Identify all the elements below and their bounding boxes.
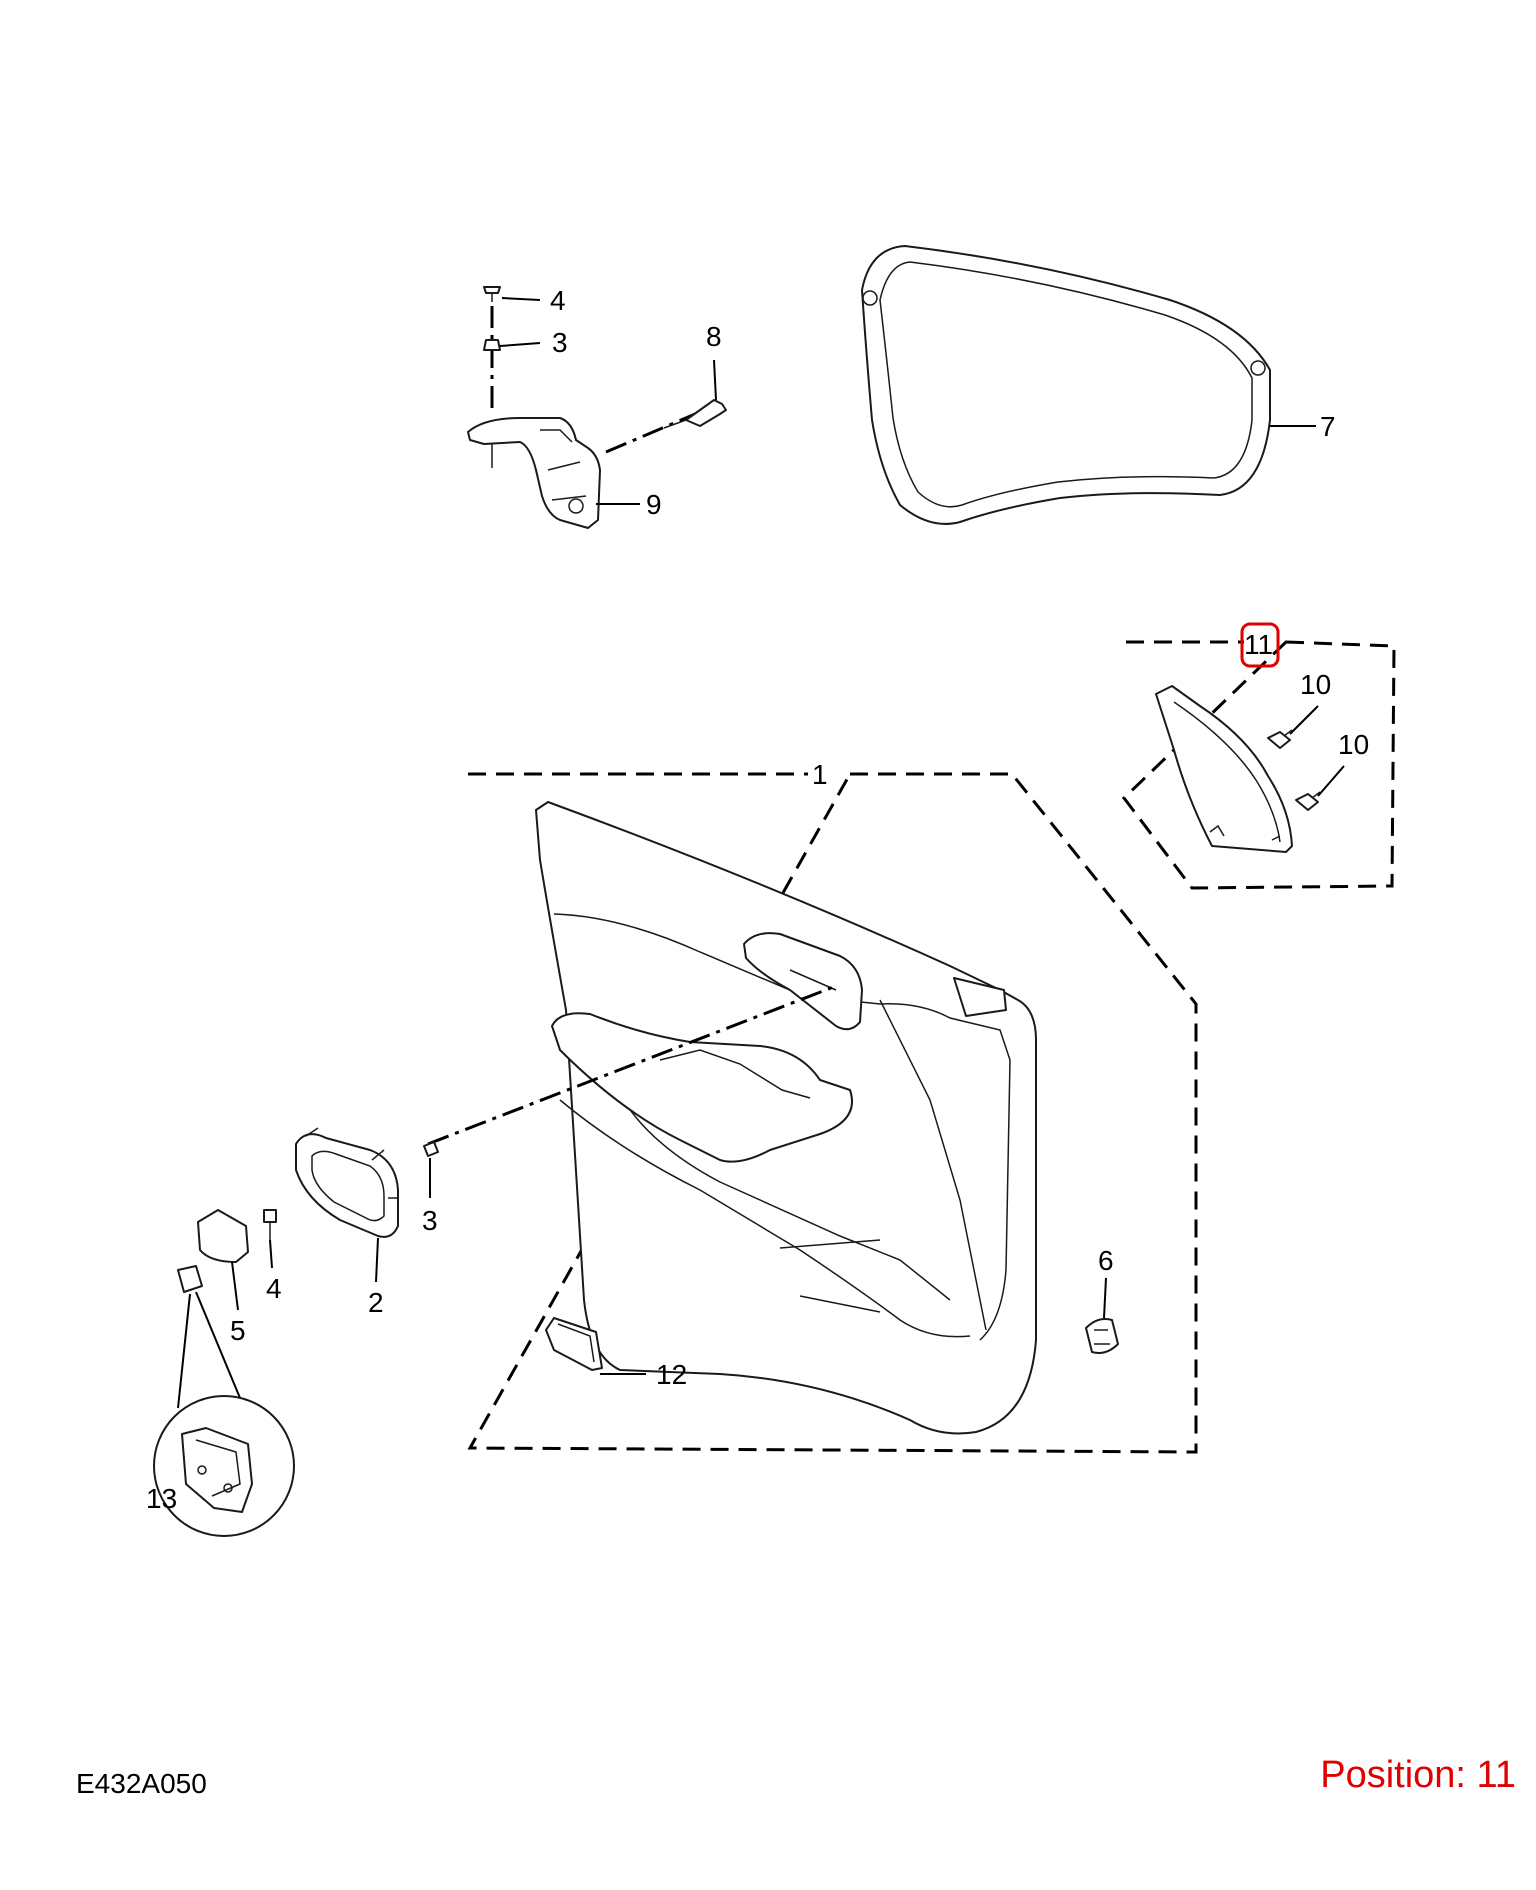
part-8-bolt[interactable]: [663, 399, 727, 429]
part-9-bracket[interactable]: [467, 417, 601, 529]
leader-3-upper: [499, 342, 541, 347]
leader-6: [1103, 1277, 1107, 1319]
part-12-trim-clip[interactable]: [545, 1317, 603, 1371]
part-13-switch-detail[interactable]: [181, 1427, 253, 1513]
part-5-cap[interactable]: [197, 1209, 249, 1263]
callout-7[interactable]: 7: [1320, 411, 1336, 442]
leader-4-upper: [501, 297, 541, 301]
part-10-clip-lower[interactable]: [1295, 791, 1321, 811]
part-3-nut-upper[interactable]: [483, 339, 501, 351]
part-1-group-box: [467, 772, 1198, 1454]
leader-4-lower: [269, 1239, 273, 1269]
callout-10-lower[interactable]: 10: [1338, 729, 1369, 760]
part-1-door-trim-panel[interactable]: [535, 801, 1037, 1435]
callout-1[interactable]: 1: [812, 759, 828, 790]
drawing-code: E432A050: [76, 1768, 207, 1799]
detail-13-leader-right: [195, 1291, 241, 1399]
leader-2: [375, 1237, 379, 1283]
callout-3-lower[interactable]: 3: [422, 1205, 438, 1236]
leader-5: [231, 1261, 239, 1311]
part-4-screw-upper[interactable]: [483, 286, 501, 302]
part-11-group-box: [1122, 640, 1396, 890]
callout-4-upper[interactable]: 4: [550, 285, 566, 316]
part-3-nut-lower[interactable]: [423, 1141, 439, 1157]
callout-10-upper[interactable]: 10: [1300, 669, 1331, 700]
callout-8[interactable]: 8: [706, 321, 722, 352]
callout-3-upper[interactable]: 3: [552, 327, 568, 358]
callout-13[interactable]: 13: [146, 1483, 177, 1514]
part-11-trim-piece[interactable]: [1155, 685, 1293, 853]
callout-11[interactable]: 11: [1244, 629, 1273, 660]
assembly-line-bolt: [605, 410, 701, 454]
callout-6[interactable]: 6: [1098, 1245, 1114, 1276]
callout-2[interactable]: 2: [368, 1287, 384, 1318]
part-13-switch-small[interactable]: [177, 1265, 203, 1293]
leader-10-lower: [1317, 765, 1345, 797]
callout-5[interactable]: 5: [230, 1315, 246, 1346]
assembly-line-handle: [427, 984, 837, 1146]
position-label: Position: 11: [1320, 1754, 1516, 1796]
part-6-fastener[interactable]: [1085, 1318, 1119, 1354]
part-7-seal[interactable]: [861, 245, 1271, 525]
leader-10-upper: [1289, 705, 1319, 735]
highlight-box-11: [1240, 622, 1280, 668]
callout-4-lower[interactable]: 4: [266, 1273, 282, 1304]
callout-9[interactable]: 9: [646, 489, 662, 520]
callout-12[interactable]: 12: [656, 1359, 687, 1390]
part-10-clip-upper[interactable]: [1267, 729, 1293, 749]
leader-8: [713, 359, 717, 401]
part-4-screw-lower[interactable]: [263, 1209, 277, 1240]
detail-13-leader-left: [177, 1293, 191, 1409]
part-2-inner-handle[interactable]: [295, 1127, 399, 1238]
